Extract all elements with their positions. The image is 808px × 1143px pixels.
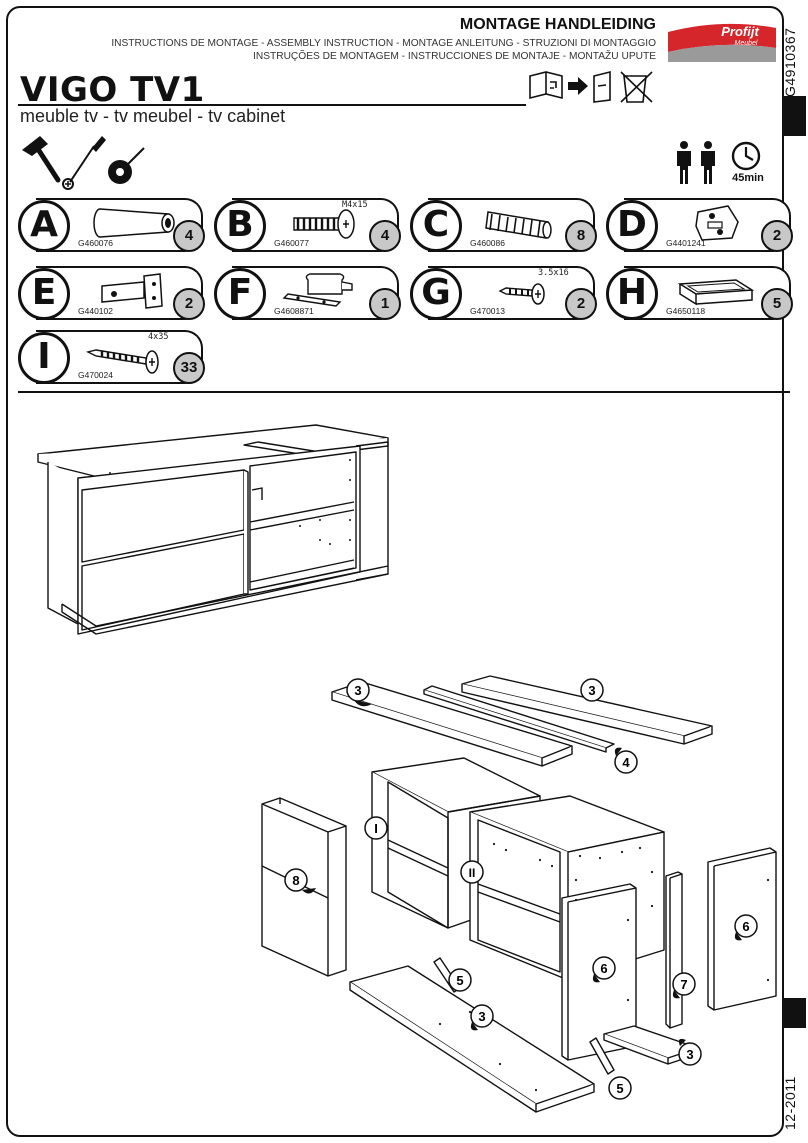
callout-right-leg: 5 xyxy=(608,1076,632,1100)
profijt-logo: Profijt Meubel xyxy=(668,23,776,62)
part-i: 4x35 I G470024 33 xyxy=(18,330,205,384)
part-c: C G460086 8 xyxy=(410,198,597,252)
svg-text:I: I xyxy=(374,821,378,836)
svg-text:6: 6 xyxy=(600,961,607,976)
clock-icon xyxy=(731,141,761,171)
part-d: D G4401241 2 xyxy=(606,198,793,252)
open-booklet-icon xyxy=(529,71,563,100)
logo-sub: Meubel xyxy=(735,40,758,47)
svg-text:3: 3 xyxy=(478,1009,485,1024)
machine-screw-icon xyxy=(293,209,355,239)
svg-text:3: 3 xyxy=(354,683,361,698)
arrow-right-icon xyxy=(568,77,588,95)
svg-text:5: 5 xyxy=(616,1081,623,1096)
hinge-icon xyxy=(101,273,163,309)
no-trash-icon xyxy=(620,71,653,103)
svg-text:3: 3 xyxy=(686,1047,693,1062)
part-f: F G4608871 1 xyxy=(214,266,401,320)
hinge-plate-icon xyxy=(93,208,175,238)
short-screw-icon xyxy=(498,283,545,305)
cabinet-holes xyxy=(299,459,351,545)
language-list-line1: INSTRUCTIONS DE MONTAGE - ASSEMBLY INSTR… xyxy=(111,38,656,49)
part-b: M4x15 B G460077 4 xyxy=(214,198,401,252)
screwdriver-icon xyxy=(62,136,106,190)
part-a: A G460076 4 xyxy=(18,198,205,252)
svg-text:5: 5 xyxy=(456,973,463,988)
svg-text:7: 7 xyxy=(680,977,687,992)
part-callouts: 3 3 4 I II 8 5 3 6 6 7 3 5 xyxy=(284,678,758,1100)
svg-text:4: 4 xyxy=(622,755,630,770)
callout-module-one: I xyxy=(364,816,388,840)
product-name: VIGO TV1 xyxy=(20,70,205,110)
side-tab-bottom xyxy=(782,998,806,1028)
exploded-holes xyxy=(438,842,770,1092)
binder-icon xyxy=(593,70,611,103)
tools-icons xyxy=(22,136,145,190)
assembly-time: 45min xyxy=(732,172,764,184)
svg-text:3: 3 xyxy=(588,683,595,698)
hammer-icon xyxy=(22,136,61,183)
callout-upright: 7 xyxy=(672,972,696,999)
instruction-icons xyxy=(529,70,653,103)
product-subtitle: meuble tv - tv meubel - tv cabinet xyxy=(20,106,286,126)
product-rule xyxy=(18,104,526,106)
mounting-plate-icon xyxy=(695,205,739,241)
drawer-handle-icon xyxy=(677,279,755,306)
callout-left-leg: 5 xyxy=(448,968,472,992)
part-e: E G440102 2 xyxy=(18,266,205,320)
callout-drawer-front: 8 xyxy=(284,868,316,894)
svg-text:II: II xyxy=(469,866,476,880)
part-g: 3.5x16 G G470013 2 xyxy=(410,266,597,320)
callout-inner-side: 6 xyxy=(592,956,616,983)
glue-and-bracket-icon xyxy=(282,273,353,307)
callout-bottom-panel: 3 xyxy=(470,1004,494,1031)
callout-top-left-panel: 3 xyxy=(346,678,372,707)
svg-text:6: 6 xyxy=(742,919,749,934)
section-divider xyxy=(18,391,790,393)
manual-title: MONTAGE HANDLEIDING xyxy=(459,16,656,33)
svg-text:8: 8 xyxy=(292,873,299,888)
callout-top-right-panel: 3 xyxy=(580,678,604,702)
part-h: H G4650118 5 xyxy=(606,266,793,320)
two-persons-icon xyxy=(677,141,715,184)
callout-right-side: 6 xyxy=(734,914,758,941)
callout-module-two: II xyxy=(460,860,484,884)
assembled-cabinet xyxy=(37,424,389,635)
side-tab-top xyxy=(782,96,806,136)
logo-brand: Profijt xyxy=(721,24,759,39)
callout-base-strip: 3 xyxy=(678,1038,702,1066)
dowel-icon xyxy=(485,211,552,239)
assembly-drawing: 3 3 4 I II 8 5 3 6 6 7 3 5 xyxy=(37,424,777,1113)
tape-measure-icon xyxy=(108,147,145,184)
wood-screw-icon xyxy=(85,349,159,374)
callout-rail: 4 xyxy=(614,747,638,774)
language-list-line2: INSTRUÇÕES DE MONTAGEM - INSTRUCCIONES D… xyxy=(253,51,656,62)
